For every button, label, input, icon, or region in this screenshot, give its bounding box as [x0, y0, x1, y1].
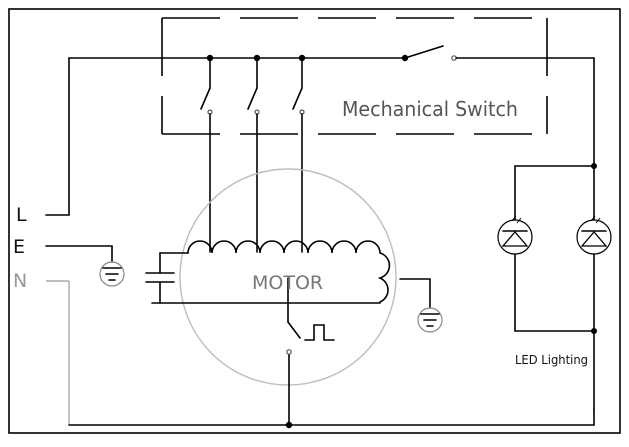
label-line: L — [16, 204, 27, 226]
mechanical-switch-label: Mechanical Switch — [342, 97, 518, 121]
capacitor-icon — [145, 252, 189, 304]
motor-housing — [179, 168, 397, 386]
mechanical-switch-box — [161, 17, 548, 135]
motor-label: MOTOR — [252, 272, 323, 294]
label-earth: E — [13, 236, 25, 258]
live-wire — [45, 54, 409, 216]
motor-winding — [187, 240, 391, 303]
diagram-border — [8, 8, 621, 434]
earth-wire — [45, 245, 113, 263]
thermal-switch-icon — [286, 277, 335, 426]
ground-icon — [99, 261, 125, 287]
led-lighting-label: LED Lighting — [515, 353, 588, 367]
led-icon — [497, 215, 533, 255]
label-neutral: N — [13, 270, 27, 292]
neutral-wire — [46, 280, 595, 429]
led-icon — [576, 215, 612, 255]
motor-ground-wire — [399, 278, 431, 309]
speed-switch-1 — [200, 57, 213, 253]
ground-icon — [417, 307, 443, 333]
speed-switch-3 — [292, 57, 305, 253]
speed-switch-2 — [247, 57, 260, 253]
